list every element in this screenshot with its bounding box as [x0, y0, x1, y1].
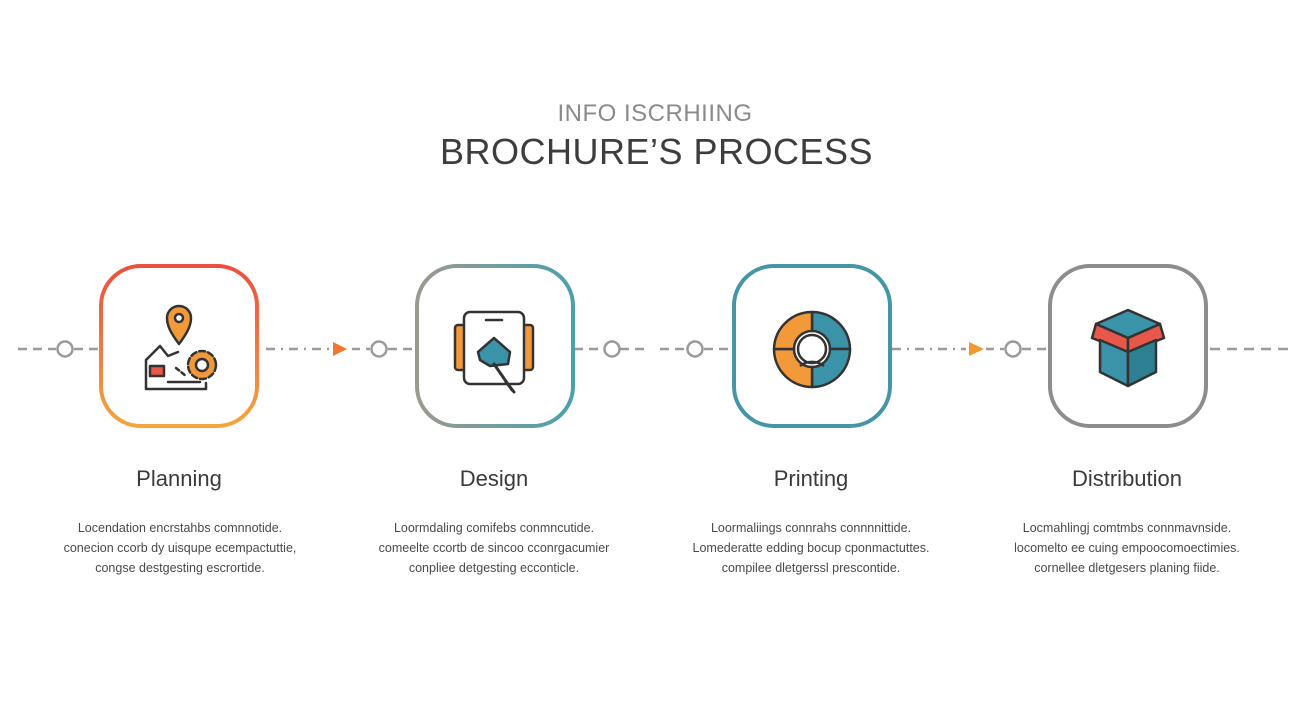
connector-node — [370, 340, 388, 358]
page-subtitle: INFO ISCRHIING — [557, 100, 753, 127]
desc-line: locomelto ee cuing empoocomoectimies. — [1014, 541, 1240, 555]
desc-line: Locendation encrstahbs comnnotide. — [77, 521, 283, 535]
desc-line: conpliee detgesting ecconticle. — [408, 561, 580, 575]
print-wheel-icon — [772, 310, 852, 389]
desc-line: cornellee dletgesers planing fiide. — [1034, 561, 1220, 575]
connector-node — [603, 340, 621, 358]
page-title: BROCHURE’S PROCESS — [439, 131, 874, 172]
connector-node — [56, 340, 74, 358]
tablet-design-icon — [453, 310, 535, 394]
desc-line: Loormdaling comifebs conmncutide. — [393, 521, 595, 535]
step-label-distribution: Distribution — [1071, 466, 1183, 491]
desc-line: compilee dletgerssl prescontide. — [721, 561, 901, 575]
desc-line: comeelte ccortb de sincoo cconrgacumier — [378, 541, 610, 555]
arrow-right-icon — [969, 342, 984, 356]
desc-line: Locmahlingj comtmbs connmavnside. — [1022, 521, 1232, 535]
step-label-design: Design — [459, 466, 529, 491]
step-desc-printing: Loormaliings connrahs connnnittide. Lome… — [661, 518, 961, 578]
desc-line: congse destgesting escrortide. — [95, 561, 265, 575]
arrow-right-icon — [333, 342, 347, 356]
step-desc-design: Loormdaling comifebs conmncutide. comeel… — [344, 518, 644, 578]
step-desc-distribution: Locmahlingj comtmbs connmavnside. locome… — [977, 518, 1277, 578]
connector-node — [686, 340, 704, 358]
desc-line: Lomederatte edding bocup cponmactuttes. — [692, 541, 930, 555]
connector-node — [1004, 340, 1022, 358]
step-label-planning: Planning — [136, 466, 222, 491]
box-package-icon — [1090, 308, 1166, 388]
map-pin-gear-icon — [144, 304, 218, 391]
step-desc-planning: Locendation encrstahbs comnnotide. conec… — [30, 518, 330, 578]
step-box-planning — [99, 264, 259, 428]
step-label-printing: Printing — [773, 466, 849, 491]
desc-line: Loormaliings connrahs connnnittide. — [710, 521, 912, 535]
desc-line: conecion ccorb dy uisqupe ecempactuttie, — [63, 541, 297, 555]
